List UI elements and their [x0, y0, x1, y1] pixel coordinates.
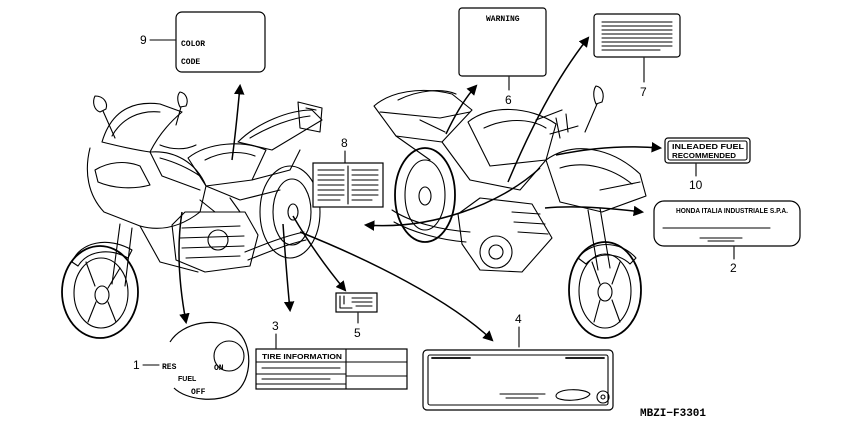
callout-10: 10	[689, 178, 703, 192]
label-8	[312, 162, 384, 208]
motorcycle-rear-view	[373, 85, 647, 339]
fuel-valve-on: ON	[214, 364, 224, 373]
warning-label: WARNING	[458, 7, 547, 77]
callout-9: 9	[140, 33, 147, 47]
callout-6: 6	[505, 93, 512, 107]
fuel-valve-label: RES ON FUEL OFF	[162, 321, 250, 400]
callout-7: 7	[640, 85, 647, 99]
color-code-line2: CODE	[181, 58, 200, 67]
warning-title: WARNING	[486, 15, 520, 24]
label-7	[593, 13, 681, 58]
motorcycle-front-view	[61, 91, 323, 339]
fuel-valve-res: RES	[162, 363, 177, 372]
callout-8: 8	[341, 136, 348, 150]
fuel-valve-off: OFF	[191, 388, 206, 397]
fuel-line1: INLEADED FUEL	[672, 144, 745, 151]
callout-4: 4	[515, 312, 522, 326]
manufacturer-text: HONDA ITALIA INDUSTRIALE S.P.A.	[676, 208, 788, 215]
callout-3: 3	[272, 319, 279, 333]
callout-5: 5	[354, 326, 361, 340]
tire-information-label: TIRE INFORMATION	[255, 348, 408, 390]
callout-1: 1	[133, 358, 140, 372]
manufacturer-label: HONDA ITALIA INDUSTRIALE S.P.A.	[653, 200, 801, 247]
color-code-label: COLOR CODE	[175, 11, 266, 73]
pointer-arrows	[178, 36, 663, 342]
fuel-valve-fuel: FUEL	[178, 376, 197, 383]
label-5	[335, 292, 378, 313]
fuel-line2: RECOMMENDED	[672, 153, 736, 160]
fuel-recommendation-label: INLEADED FUEL RECOMMENDED	[664, 137, 751, 164]
color-code-line1: COLOR	[181, 40, 205, 49]
drawing-code: MBZI−F3301	[640, 408, 706, 420]
label-4	[422, 349, 614, 411]
tire-information-title: TIRE INFORMATION	[262, 354, 342, 361]
callout-2: 2	[730, 261, 737, 275]
